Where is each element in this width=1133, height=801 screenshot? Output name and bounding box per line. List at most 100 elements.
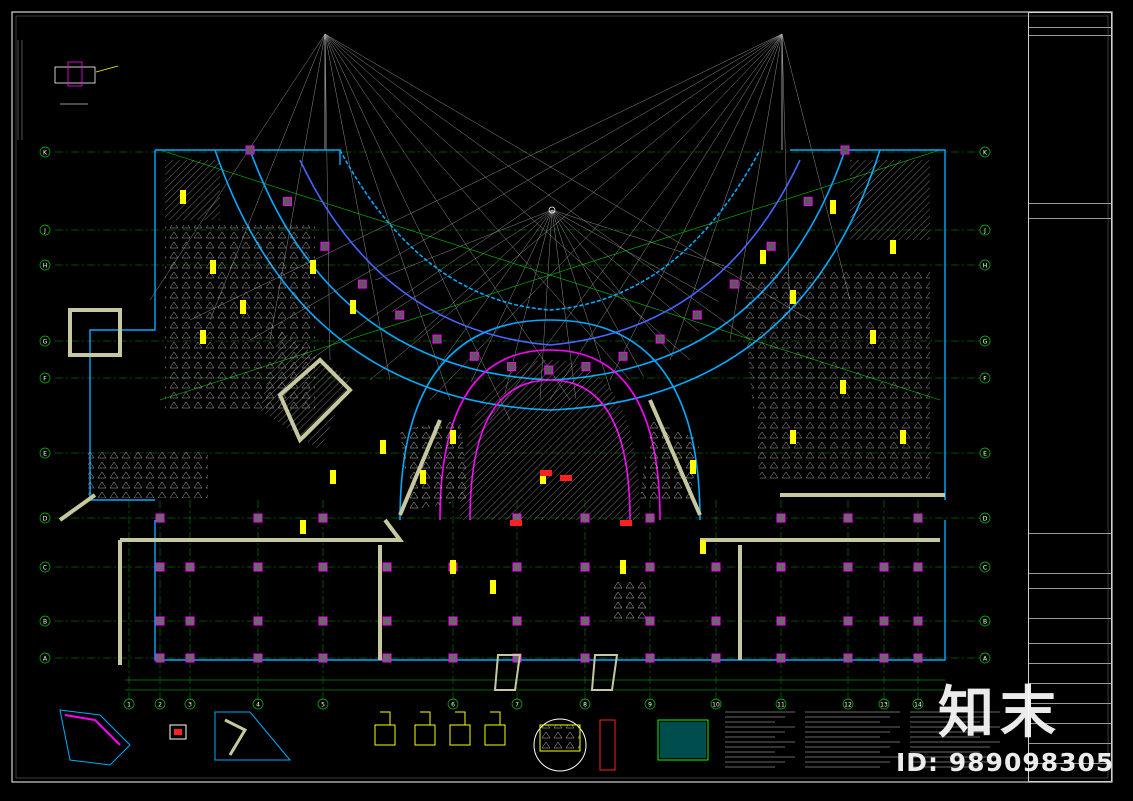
column — [507, 362, 517, 372]
annotation-mark — [840, 380, 846, 394]
column — [776, 513, 786, 523]
grid-row-label: G — [983, 339, 988, 346]
grid-row-label: A — [983, 656, 988, 663]
general-notes — [725, 711, 1000, 768]
column — [580, 653, 590, 663]
annotation-mark — [900, 430, 906, 444]
radial-line — [551, 209, 611, 391]
grid-col-label: 11 — [777, 702, 785, 709]
grid-col-label: 12 — [844, 702, 852, 709]
column — [843, 653, 853, 663]
column — [448, 653, 458, 663]
radial-line — [429, 33, 783, 401]
grid-col-label: 3 — [188, 702, 192, 709]
detail-drawings — [59, 654, 709, 772]
column — [913, 562, 923, 572]
grid-bubble — [184, 698, 196, 710]
radial-line — [551, 209, 674, 357]
annotation-mark — [830, 200, 836, 214]
radial-line — [324, 33, 751, 341]
column — [711, 616, 721, 626]
annotation-mark — [300, 520, 306, 534]
column — [432, 334, 442, 344]
column — [155, 513, 165, 523]
grid-row-label: D — [43, 516, 48, 523]
radial-line — [324, 33, 631, 381]
grid-col-label: 13 — [880, 702, 888, 709]
grid-row-label: B — [43, 619, 47, 626]
grid-row-label: A — [43, 656, 48, 663]
radial-line — [729, 33, 783, 341]
grid-row-label: C — [43, 565, 47, 572]
column — [580, 562, 590, 572]
column — [253, 513, 263, 523]
annotation-mark — [490, 580, 496, 594]
annotation-mark-red — [620, 520, 632, 526]
annotation-mark — [700, 540, 706, 554]
grid-bubble — [644, 698, 656, 710]
grid-bubble — [979, 652, 991, 664]
column — [803, 197, 813, 207]
radial-line — [324, 33, 391, 381]
column — [357, 279, 367, 289]
column — [185, 616, 195, 626]
column — [692, 310, 702, 320]
radial-line — [324, 33, 811, 321]
grid-bubble — [154, 698, 166, 710]
grid-bubble — [710, 698, 722, 710]
grid-bubble — [39, 146, 51, 158]
annotation-mark — [420, 470, 426, 484]
grid-col-label: 4 — [256, 702, 260, 709]
grid-bubble — [979, 561, 991, 573]
column — [913, 513, 923, 523]
annotation-mark — [310, 260, 316, 274]
column — [253, 562, 263, 572]
radial-line — [551, 209, 733, 269]
radial-line — [249, 33, 783, 341]
grid-bubble — [39, 615, 51, 627]
title-block — [1028, 12, 1112, 782]
grid-bubble — [979, 259, 991, 271]
radial-line — [781, 33, 851, 301]
column — [185, 562, 195, 572]
inner-border — [15, 15, 1109, 779]
left-margin-marks — [17, 40, 23, 140]
column — [512, 562, 522, 572]
column — [913, 653, 923, 663]
column — [655, 334, 665, 344]
radial-line — [324, 33, 331, 361]
thick-walls — [58, 308, 945, 665]
annotation-mark — [200, 330, 206, 344]
key-plan — [54, 61, 119, 105]
grid-row-label: H — [43, 263, 48, 270]
grid-bubble — [979, 615, 991, 627]
annotation-mark — [330, 470, 336, 484]
grid-bubble — [39, 259, 51, 271]
column — [253, 653, 263, 663]
annotation-mark-red — [540, 470, 552, 476]
grid-bubble — [252, 698, 264, 710]
grid-bubble — [39, 561, 51, 573]
drawing-border — [11, 11, 1113, 783]
grid-bubble — [842, 698, 854, 710]
columns — [155, 145, 923, 663]
annotation-mark — [870, 330, 876, 344]
grid-col-label: 5 — [321, 702, 325, 709]
annotation-mark — [690, 460, 696, 474]
column — [155, 653, 165, 663]
grid-row-label: H — [983, 263, 988, 270]
annotation-mark-red — [560, 475, 572, 481]
column — [318, 562, 328, 572]
grid-col-label: 6 — [451, 702, 455, 709]
grid-bubble — [979, 335, 991, 347]
grid-bubble — [39, 447, 51, 459]
grid-bubble — [979, 512, 991, 524]
grid-bubble — [39, 512, 51, 524]
grid-row-label: G — [43, 339, 48, 346]
column — [776, 653, 786, 663]
grid-bubble — [39, 224, 51, 236]
column — [843, 616, 853, 626]
column — [469, 351, 479, 361]
radial-line — [309, 33, 783, 361]
column — [580, 513, 590, 523]
